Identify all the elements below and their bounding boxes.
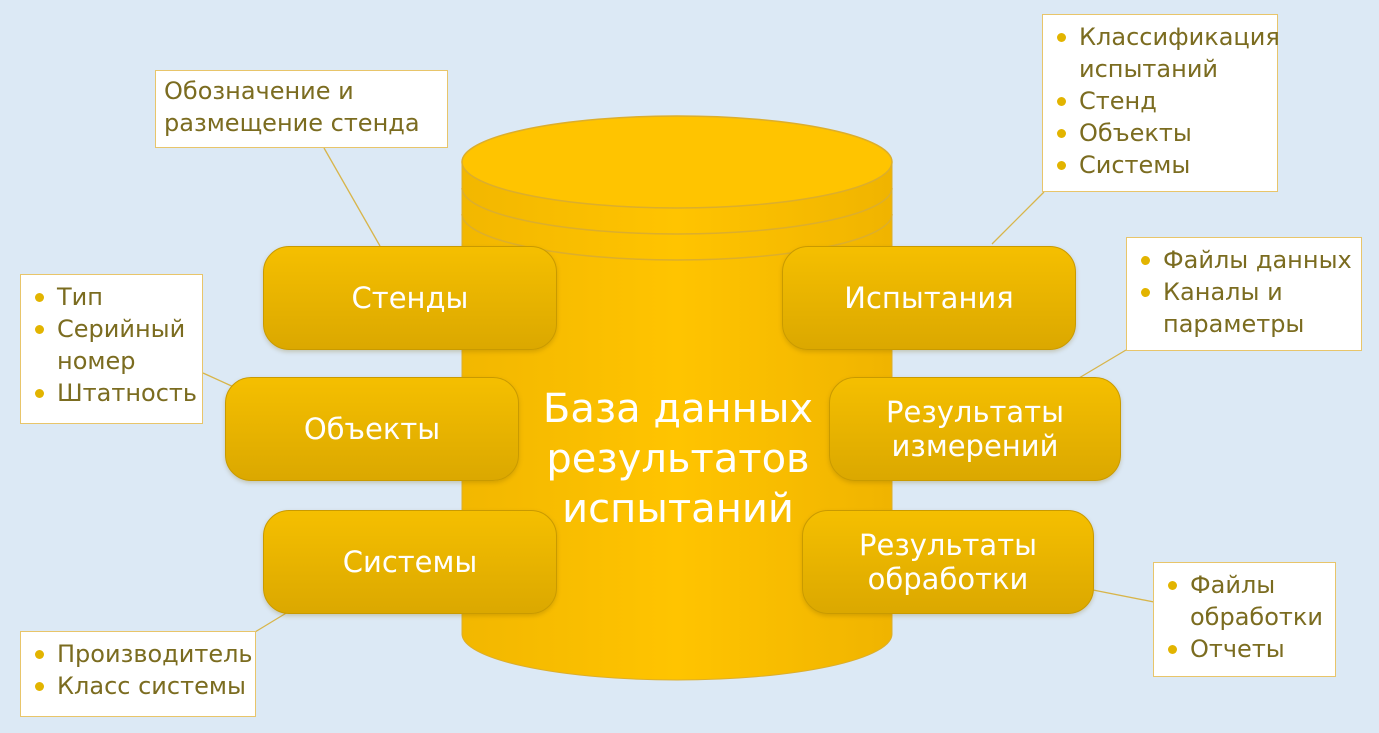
- node-systems: Системы: [263, 510, 557, 614]
- connector-measurements: [1078, 349, 1127, 379]
- list-item: Штатность: [29, 377, 197, 409]
- connector-stands: [323, 147, 381, 247]
- list-item: Файлы данных: [1135, 244, 1353, 276]
- list-item: Тип: [29, 281, 194, 313]
- connector-tests: [991, 191, 1045, 245]
- note-objects: Тип Серийный номер Штатность: [20, 274, 203, 424]
- node-objects: Объекты: [225, 377, 519, 481]
- note-processing: Файлы обработки Отчеты: [1153, 562, 1336, 677]
- list-item: Стенд: [1051, 85, 1269, 117]
- list-item: Каналы и параметры: [1135, 276, 1353, 340]
- note-tests: Классификация испытаний Стенд Объекты Си…: [1042, 14, 1280, 192]
- node-processing: Результаты обработки: [802, 510, 1094, 614]
- list-item: Классификация испытаний: [1051, 21, 1280, 85]
- node-stands: Стенды: [263, 246, 557, 350]
- list-item: Объекты: [1051, 117, 1269, 149]
- note-systems: Производитель Класс системы: [20, 631, 256, 717]
- node-measurements: Результаты измерений: [829, 377, 1121, 481]
- list-item: Класс системы: [29, 670, 247, 702]
- list-item: Производитель: [29, 638, 253, 670]
- list-item: Серийный номер: [29, 313, 194, 377]
- note-stands: Обозначение и размещение стенда: [155, 70, 448, 148]
- list-item: Файлы обработки: [1162, 569, 1327, 633]
- connector-processing: [1092, 589, 1155, 603]
- list-item: Отчеты: [1162, 633, 1327, 665]
- connector-lines: [202, 147, 1155, 633]
- node-tests: Испытания: [782, 246, 1076, 350]
- database-title: База данных результатов испытаний: [542, 386, 814, 532]
- note-measurements: Файлы данных Каналы и параметры: [1126, 237, 1362, 351]
- connector-systems: [254, 611, 289, 633]
- list-item: Системы: [1051, 149, 1269, 181]
